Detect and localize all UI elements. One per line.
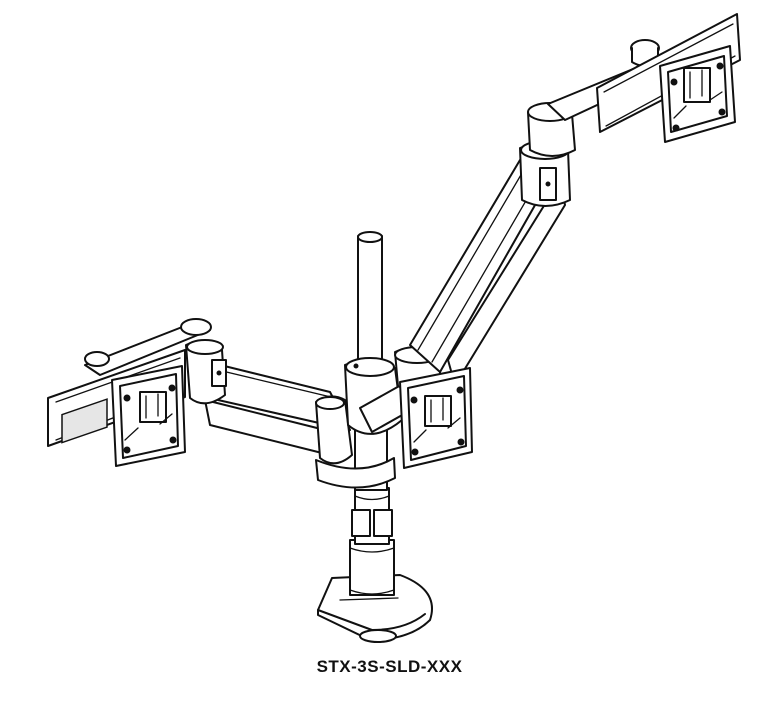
- model-number-caption: STX-3S-SLD-XXX: [316, 657, 463, 676]
- desk-clamp-base: [317, 574, 433, 643]
- left-vesa-plate: [111, 365, 186, 467]
- center-vesa-plate: [399, 367, 473, 469]
- left-arm: [84, 318, 396, 489]
- right-top-vesa-plate: [659, 45, 736, 143]
